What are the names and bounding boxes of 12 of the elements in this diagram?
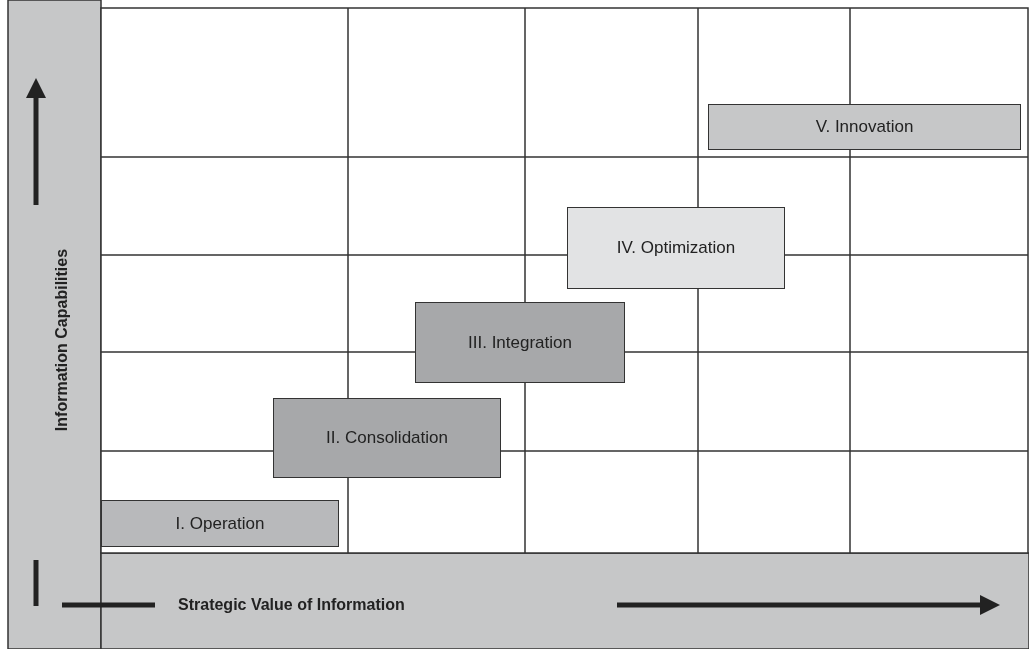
- stage-box: [567, 207, 785, 289]
- stage-label: I. Operation: [175, 513, 265, 534]
- stage-box: [415, 302, 625, 383]
- stage-label: V. Innovation: [815, 117, 914, 137]
- stage-label: III. Integration: [468, 332, 572, 353]
- axis-title: Strategic Value of Information: [178, 596, 405, 614]
- stage-label: IV. Optimization: [616, 238, 736, 258]
- stage-box: [273, 398, 501, 478]
- axis-title: Information Capabilities: [53, 248, 71, 432]
- stage-box: [101, 500, 339, 547]
- stage-box: [708, 104, 1021, 150]
- stage-label: II. Consolidation: [326, 428, 448, 448]
